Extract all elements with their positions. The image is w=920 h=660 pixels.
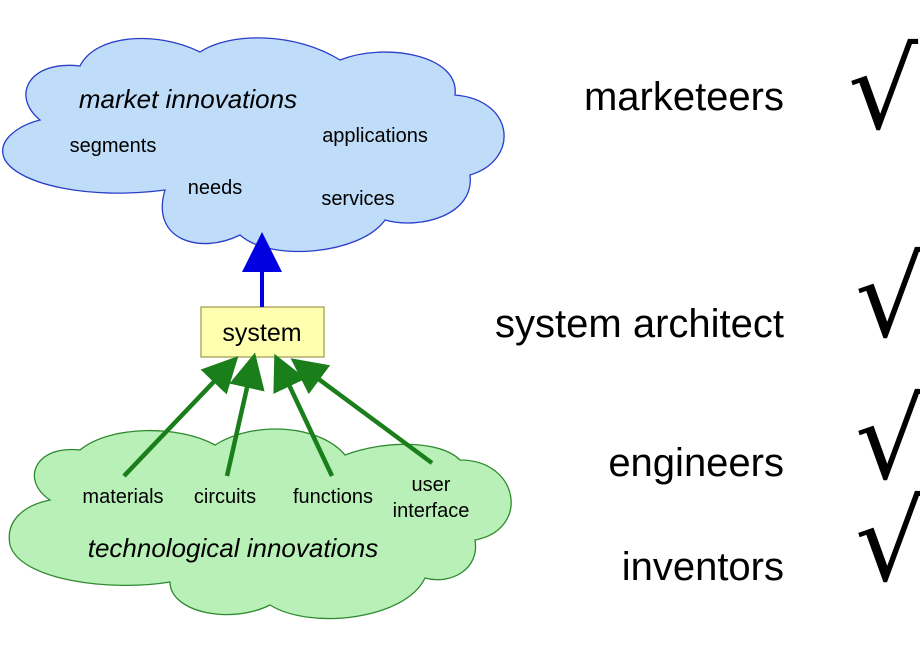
role-marketeers: marketeers	[584, 75, 784, 119]
role-system-architect: system architect	[495, 302, 784, 346]
tech-item-user-interface-line2: interface	[393, 500, 470, 522]
role-inventors: inventors	[622, 545, 784, 589]
tech-item-functions: functions	[293, 486, 373, 508]
system-box-rect	[200, 306, 325, 358]
system-label: system	[222, 319, 301, 347]
user-interface-arrow	[290, 358, 434, 465]
market-innovations-cloud: market innovations segments needs applic…	[2, 37, 505, 253]
check-mark-icon: √	[855, 376, 920, 504]
functions-arrow	[273, 353, 335, 477]
tech-item-circuits: circuits	[194, 486, 256, 508]
market-item-segments: segments	[70, 135, 157, 157]
check-mark-icon: √	[855, 234, 920, 362]
market-cloud-shape	[2, 37, 505, 253]
market-cloud-title: market innovations	[79, 84, 297, 114]
market-item-services: services	[321, 188, 394, 210]
market-item-needs: needs	[188, 177, 243, 199]
circuits-arrow	[224, 352, 265, 477]
tech-cloud-title: technological innovations	[88, 533, 379, 563]
materials-arrow	[122, 355, 239, 478]
role-engineers: engineers	[608, 441, 784, 485]
tech-cloud-shape	[8, 428, 512, 620]
technological-innovations-cloud: materials circuits functions user interf…	[8, 428, 512, 620]
system-box: system	[200, 306, 325, 358]
check-mark-icon: √	[855, 478, 920, 606]
tech-to-system-arrows	[122, 352, 434, 478]
role-labels: marketeers system architect engineers in…	[495, 75, 784, 589]
market-item-applications: applications	[322, 125, 428, 147]
check-mark-icon: √	[848, 26, 919, 154]
tech-item-user-interface-line1: user	[412, 474, 451, 496]
tech-item-materials: materials	[82, 486, 163, 508]
check-marks: √ √ √ √	[848, 26, 920, 606]
